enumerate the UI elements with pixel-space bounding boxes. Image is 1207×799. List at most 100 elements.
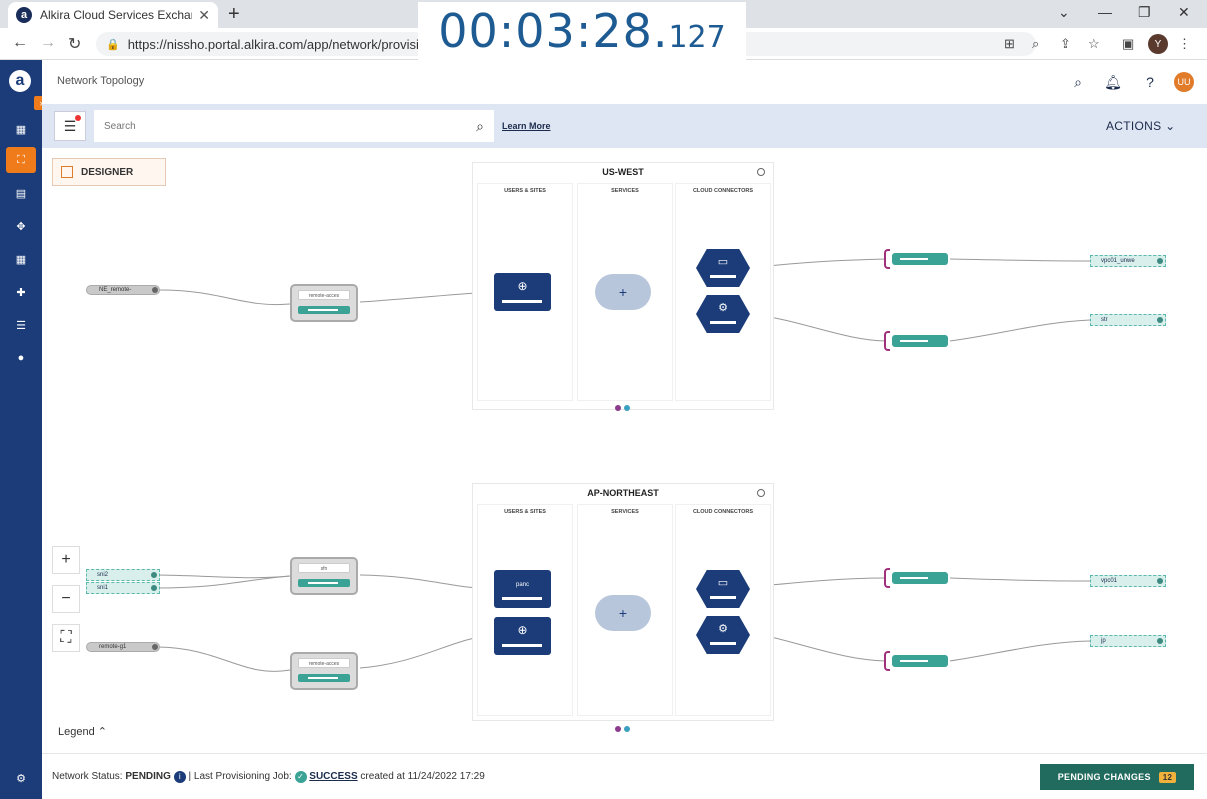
notification-bell-icon[interactable]: 🔔︎ <box>1104 73 1122 90</box>
zoom-icon[interactable]: ⌕ <box>1032 36 1040 51</box>
card-label: remote-acces <box>298 290 350 300</box>
gateway-node[interactable] <box>892 335 948 347</box>
vpc-tag[interactable]: vpc01 <box>1090 575 1166 587</box>
info-icon[interactable]: i <box>173 771 186 783</box>
zoom-out-button[interactable]: − <box>52 585 80 613</box>
globe-icon: ⊕ <box>517 623 528 637</box>
translate-icon[interactable]: ⊞ <box>1004 36 1015 51</box>
site-tag[interactable]: sni1 <box>86 582 160 594</box>
actions-label: ACTIONS <box>1106 119 1162 133</box>
pending-changes-button[interactable]: PENDING CHANGES 12 <box>1040 764 1194 790</box>
group-bracket <box>884 331 890 351</box>
bookmark-star-icon[interactable]: ☆ <box>1088 36 1100 51</box>
search-globe-icon[interactable]: ⌕ <box>1074 73 1082 90</box>
filter-button[interactable]: ☰ <box>54 111 86 141</box>
close-window-icon[interactable]: ✕ <box>1178 4 1190 20</box>
search-icon[interactable]: ⌕ <box>476 117 484 134</box>
job-status-link[interactable]: SUCCESS <box>309 771 358 782</box>
site-tag[interactable]: sni2 <box>86 569 160 581</box>
learn-more-link[interactable]: Learn More <box>502 121 551 131</box>
cloud-connector-node[interactable]: ▭ <box>696 570 750 608</box>
gear-cloud-icon: ⚙ <box>718 302 728 314</box>
list-icon[interactable]: ☰ <box>16 319 26 332</box>
add-service-button[interactable]: + <box>595 274 651 310</box>
restore-icon[interactable]: ❐ <box>1138 4 1151 20</box>
remote-access-card[interactable]: remote-acces <box>290 652 358 690</box>
browser-tab[interactable]: a Alkira Cloud Services Exchange ✕ <box>8 2 218 28</box>
gateway-node[interactable] <box>892 572 948 584</box>
sfn-card[interactable]: sfn <box>290 557 358 595</box>
vpc-tag[interactable]: vpc01_unwe <box>1090 255 1166 267</box>
document-icon[interactable]: ▤ <box>15 187 27 200</box>
close-icon[interactable]: ✕ <box>198 6 210 23</box>
vpc-tag[interactable]: jp <box>1090 635 1166 647</box>
network-status-label: Network Status: <box>52 771 123 782</box>
puzzle-icon[interactable]: ✚ <box>16 286 26 299</box>
new-tab-icon[interactable]: + <box>228 3 240 25</box>
chevron-down-icon[interactable]: ⌄ <box>1058 4 1070 20</box>
remote-access-node[interactable]: ⊕ <box>494 617 551 655</box>
column-header: USERS & SITES <box>504 509 546 515</box>
topology-canvas[interactable]: DESIGNER US-WEST USERS & SITES SERVICES … <box>42 148 1207 753</box>
add-service-button[interactable]: + <box>595 595 651 631</box>
filter-active-dot <box>75 115 81 121</box>
url-text: https://nissho.portal.alkira.com/app/net… <box>127 36 427 52</box>
gateway-node[interactable] <box>892 253 948 265</box>
cloud-connector-node[interactable]: ⚙ <box>696 295 750 333</box>
group-bracket <box>884 568 890 588</box>
column-header: CLOUD CONNECTORS <box>692 188 754 194</box>
cloud-connector-node[interactable]: ⚙ <box>696 616 750 654</box>
remote-access-card[interactable]: remote-acces <box>290 284 358 322</box>
success-check-icon: ✓ <box>294 771 307 783</box>
dashboard-icon[interactable]: ▦ <box>15 123 27 136</box>
globe-icon: ⊕ <box>517 279 528 293</box>
alkira-favicon-icon: a <box>16 7 32 23</box>
forward-icon[interactable]: → <box>40 34 56 51</box>
region-title: AP-NORTHEAST <box>587 488 659 498</box>
back-icon[interactable]: ← <box>12 34 28 51</box>
grid-icon[interactable]: ▦ <box>15 253 27 266</box>
alkira-logo[interactable]: a <box>9 70 31 92</box>
cloud-icon: ▭ <box>717 577 729 589</box>
side-panel-icon[interactable]: ▣ <box>1122 36 1135 51</box>
search-input[interactable] <box>104 120 477 132</box>
network-status-value: PENDING <box>125 771 171 782</box>
region-info-icon[interactable] <box>757 168 765 176</box>
region-info-icon[interactable] <box>757 489 765 497</box>
column-header: SERVICES <box>611 509 639 515</box>
remote-access-node[interactable]: ⊕ <box>494 273 551 311</box>
gateway-node[interactable] <box>892 655 948 667</box>
app-header: Network Topology ⌕ 🔔︎ ? UU <box>42 60 1207 104</box>
users-sites-node[interactable]: panc <box>494 570 551 608</box>
column-users-sites: USERS & SITES <box>477 504 573 716</box>
topology-icon[interactable]: ⛶ <box>6 147 36 173</box>
browser-profile-avatar[interactable]: Y <box>1148 34 1168 54</box>
share-icon[interactable]: ⇪ <box>1060 36 1071 51</box>
app-sidebar: a › ▦ ⛶ ▤ ✥ ▦ ✚ ☰ ● ⚙ <box>0 60 48 799</box>
bell-icon[interactable]: ● <box>17 352 25 364</box>
designer-button[interactable]: DESIGNER <box>52 158 166 186</box>
region-pager[interactable] <box>615 405 630 411</box>
settings-icon[interactable]: ⚙ <box>16 772 26 785</box>
search-box: ⌕ <box>94 110 494 142</box>
cloud-connector-node[interactable]: ▭ <box>696 249 750 287</box>
user-avatar[interactable]: UU <box>1174 72 1194 92</box>
minimize-icon[interactable]: — <box>1098 4 1112 20</box>
fit-view-button[interactable]: ⛶ <box>52 624 80 652</box>
reload-icon[interactable]: ↻ <box>68 36 82 53</box>
designer-icon <box>61 166 73 178</box>
site-pill[interactable]: remote-g1 <box>86 642 160 652</box>
card-label: remote-acces <box>298 658 350 668</box>
tab-title: Alkira Cloud Services Exchange <box>40 8 192 22</box>
region-pager[interactable] <box>615 726 630 732</box>
filter-icon: ☰ <box>63 117 77 134</box>
vpc-tag[interactable]: str <box>1090 314 1166 326</box>
legend-toggle[interactable]: Legend ⌃ <box>58 725 107 738</box>
zoom-in-button[interactable]: + <box>52 546 80 574</box>
help-icon[interactable]: ? <box>1146 74 1154 90</box>
job-label: | Last Provisioning Job: <box>188 771 292 782</box>
site-pill[interactable]: NE_remote- <box>86 285 160 295</box>
connector-icon[interactable]: ✥ <box>16 220 26 233</box>
browser-menu-icon[interactable]: ⋮ <box>1178 36 1191 51</box>
actions-dropdown[interactable]: ACTIONS ⌄ <box>1106 119 1175 133</box>
